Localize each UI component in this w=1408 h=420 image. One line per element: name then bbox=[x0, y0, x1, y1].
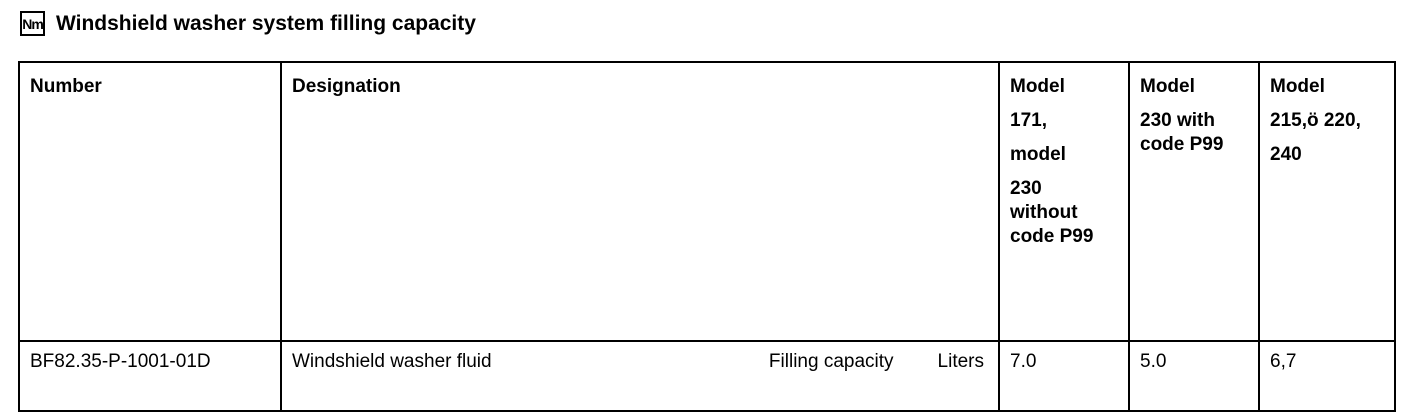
designation-name: Windshield washer fluid bbox=[292, 351, 492, 372]
table-row: BF82.35-P-1001-01D Windshield washer flu… bbox=[18, 340, 1396, 412]
section-title-row: Nm Windshield washer system filling capa… bbox=[20, 11, 476, 36]
header-line: model bbox=[1010, 144, 1066, 165]
header-line: 230 with code P99 bbox=[1140, 110, 1224, 155]
header-line: 240 bbox=[1270, 144, 1302, 165]
designation-unit: Liters bbox=[937, 351, 984, 372]
designation-content: Windshield washer fluid Filling capacity… bbox=[292, 351, 984, 373]
header-row: Number Designation Model 171, model 230 … bbox=[18, 61, 1396, 342]
header-line: Model bbox=[1140, 76, 1195, 97]
cell-value-model-230-with-p99: 5.0 bbox=[1128, 340, 1260, 412]
header-line: 171, bbox=[1010, 110, 1047, 131]
cell-designation: Windshield washer fluid Filling capacity… bbox=[280, 340, 1000, 412]
header-line: 230 without code P99 bbox=[1010, 178, 1094, 247]
col-header-designation-label: Designation bbox=[292, 76, 401, 97]
cell-part-number: BF82.35-P-1001-01D bbox=[18, 340, 282, 412]
filling-capacity-table: Number Designation Model 171, model 230 … bbox=[18, 61, 1396, 412]
header-line: Model bbox=[1010, 76, 1065, 97]
col-header-model-171-230-without-p99: Model 171, model 230 without code P99 bbox=[998, 61, 1130, 342]
header-line: Model bbox=[1270, 76, 1325, 97]
col-header-model-230-with-p99: Model 230 with code P99 bbox=[1128, 61, 1260, 342]
cell-value-model-215-220-240: 6,7 bbox=[1258, 340, 1396, 412]
col-header-designation: Designation bbox=[280, 61, 1000, 342]
header-line: 215,ö 220, bbox=[1270, 110, 1361, 131]
section-title: Windshield washer system filling capacit… bbox=[56, 11, 476, 35]
designation-property: Filling capacity bbox=[768, 351, 894, 372]
col-header-model-215-220-240: Model 215,ö 220, 240 bbox=[1258, 61, 1396, 342]
col-header-number-label: Number bbox=[30, 76, 102, 97]
nm-torque-icon: Nm bbox=[20, 11, 45, 36]
col-header-number: Number bbox=[18, 61, 282, 342]
cell-value-model-171-230-without-p99: 7.0 bbox=[998, 340, 1130, 412]
